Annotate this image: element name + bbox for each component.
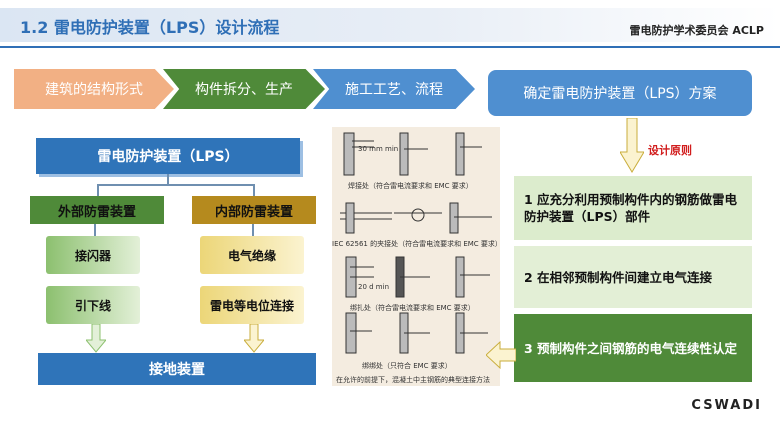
external-lps-box: 外部防雷装置 [30,196,164,224]
electrical-insulation-box: 电气绝缘 [200,236,304,274]
electrical-insulation-label: 电气绝缘 [227,248,276,263]
external-lps-label: 外部防雷装置 [57,204,136,220]
internal-lps-box: 内部防雷装置 [192,196,316,224]
step-component-split: 构件拆分、生产 [163,69,325,109]
tree-connector [94,224,96,236]
dimension-label: 20 d min [358,283,390,291]
principle-text: 3 预制构件之间钢筋的电气连续性认定 [524,340,738,356]
cswadi-logo: CSWADI [691,398,762,413]
grounding-system-box: 接地装置 [38,353,316,385]
slide-header: 1.2 雷电防护装置（LPS）设计流程 雷电防护学术委员会 ACLP [0,0,780,62]
header-band [0,8,780,42]
down-conductor-box: 引下线 [46,286,140,324]
plan-label: 确定雷电防护装置（LPS）方案 [523,86,717,102]
principle-item: 2 在相邻预制构件间建立电气连接 [514,246,752,308]
drawing-caption: 在允许的前提下，混凝土中主钢筋的典型连接方法 [336,376,490,384]
step-label: 施工工艺、流程 [345,82,443,98]
step-structure-form: 建筑的结构形式 [14,69,174,109]
principle-text: 1 应充分利用预制构件内的钢筋做雷电防护装置（LPS）部件 [524,192,738,224]
principle-item: 3 预制构件之间钢筋的电气连续性认定 [514,314,752,382]
equipotential-bonding-label: 雷电等电位连接 [209,298,294,313]
tree-connector [97,184,99,196]
drawing-caption: IEC 62561 的夹接处（符合雷电流要求和 EMC 要求） [332,240,502,248]
header-divider [0,46,780,48]
down-arrow-icon [86,324,106,353]
step-label: 建筑的结构形式 [45,82,143,98]
principle-text: 2 在相邻预制构件间建立电气连接 [524,269,713,285]
tree-connector [97,184,255,186]
tree-connector [167,174,169,184]
grounding-label: 接地装置 [149,362,205,378]
rebar-connection-drawing: 30 mm min 20 d min 焊接处（符合雷电流要求和 EMC 要求） … [332,127,502,386]
down-arrow-icon [620,118,644,173]
rebar-detail-illustration [340,132,492,354]
principle-item: 1 应充分利用预制构件内的钢筋做雷电防护装置（LPS）部件 [514,176,752,240]
air-terminal-label: 接闪器 [74,248,111,263]
left-arrow-icon [486,340,516,370]
step-label: 构件拆分、生产 [195,82,293,98]
down-conductor-label: 引下线 [74,298,111,313]
tree-connector [252,224,254,236]
lps-title: 雷电防护装置（LPS） [97,149,239,165]
down-arrow-icon [244,324,264,353]
drawing-caption: 绑扎处（符合雷电流要求和 EMC 要求） [350,304,475,312]
organization-label: 雷电防护学术委员会 ACLP [629,24,765,37]
tree-connector [253,184,255,196]
air-terminal-box: 接闪器 [46,236,140,274]
page-title: 1.2 雷电防护装置（LPS）设计流程 [20,18,280,37]
drawing-caption: 绑绑处（只符合 EMC 要求） [362,362,452,370]
dimension-label: 30 mm min [358,145,399,153]
internal-lps-label: 内部防雷装置 [214,204,293,220]
lps-title-box: 雷电防护装置（LPS） [36,138,300,174]
lps-plan-box: 确定雷电防护装置（LPS）方案 [488,70,752,116]
step-construction-process: 施工工艺、流程 [313,69,475,109]
equipotential-bonding-box: 雷电等电位连接 [200,286,304,324]
drawing-caption: 焊接处（符合雷电流要求和 EMC 要求） [348,182,473,190]
design-principle-label: 设计原则 [648,144,692,157]
